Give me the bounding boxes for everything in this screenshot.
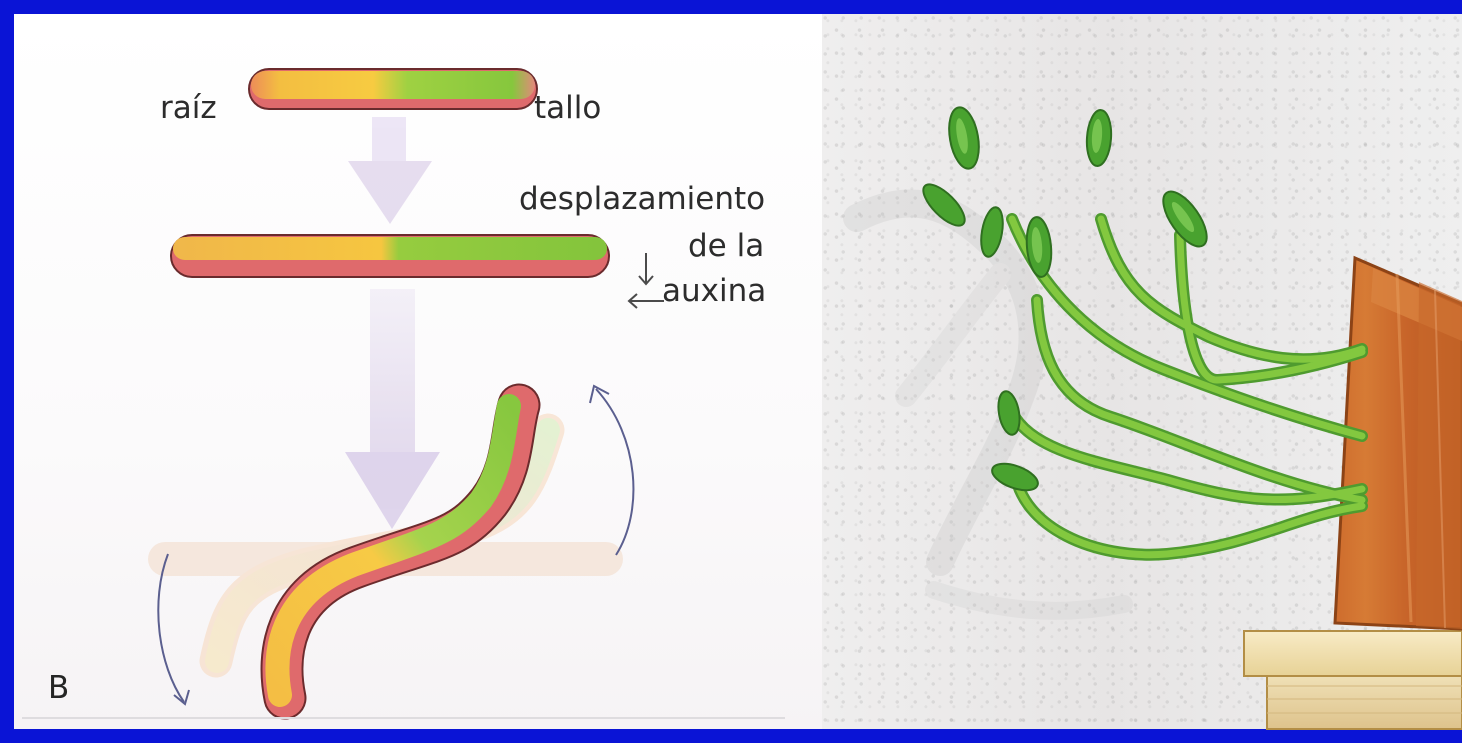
flower-pot <box>1335 258 1462 629</box>
down-arrow-2 <box>345 289 440 529</box>
auxin-diagram-panel: raíz tallo desplazamiento de la auxina B <box>14 14 822 729</box>
top-stem <box>249 69 537 109</box>
down-arrow-1 <box>348 117 432 224</box>
seedling-pot-illustration <box>822 14 1462 729</box>
shelf <box>1244 631 1462 729</box>
auxin-diagram-svg <box>14 14 822 729</box>
seedling-pot-svg <box>822 14 1462 729</box>
auxin-small-arrows <box>629 253 664 308</box>
middle-stem <box>171 235 609 277</box>
